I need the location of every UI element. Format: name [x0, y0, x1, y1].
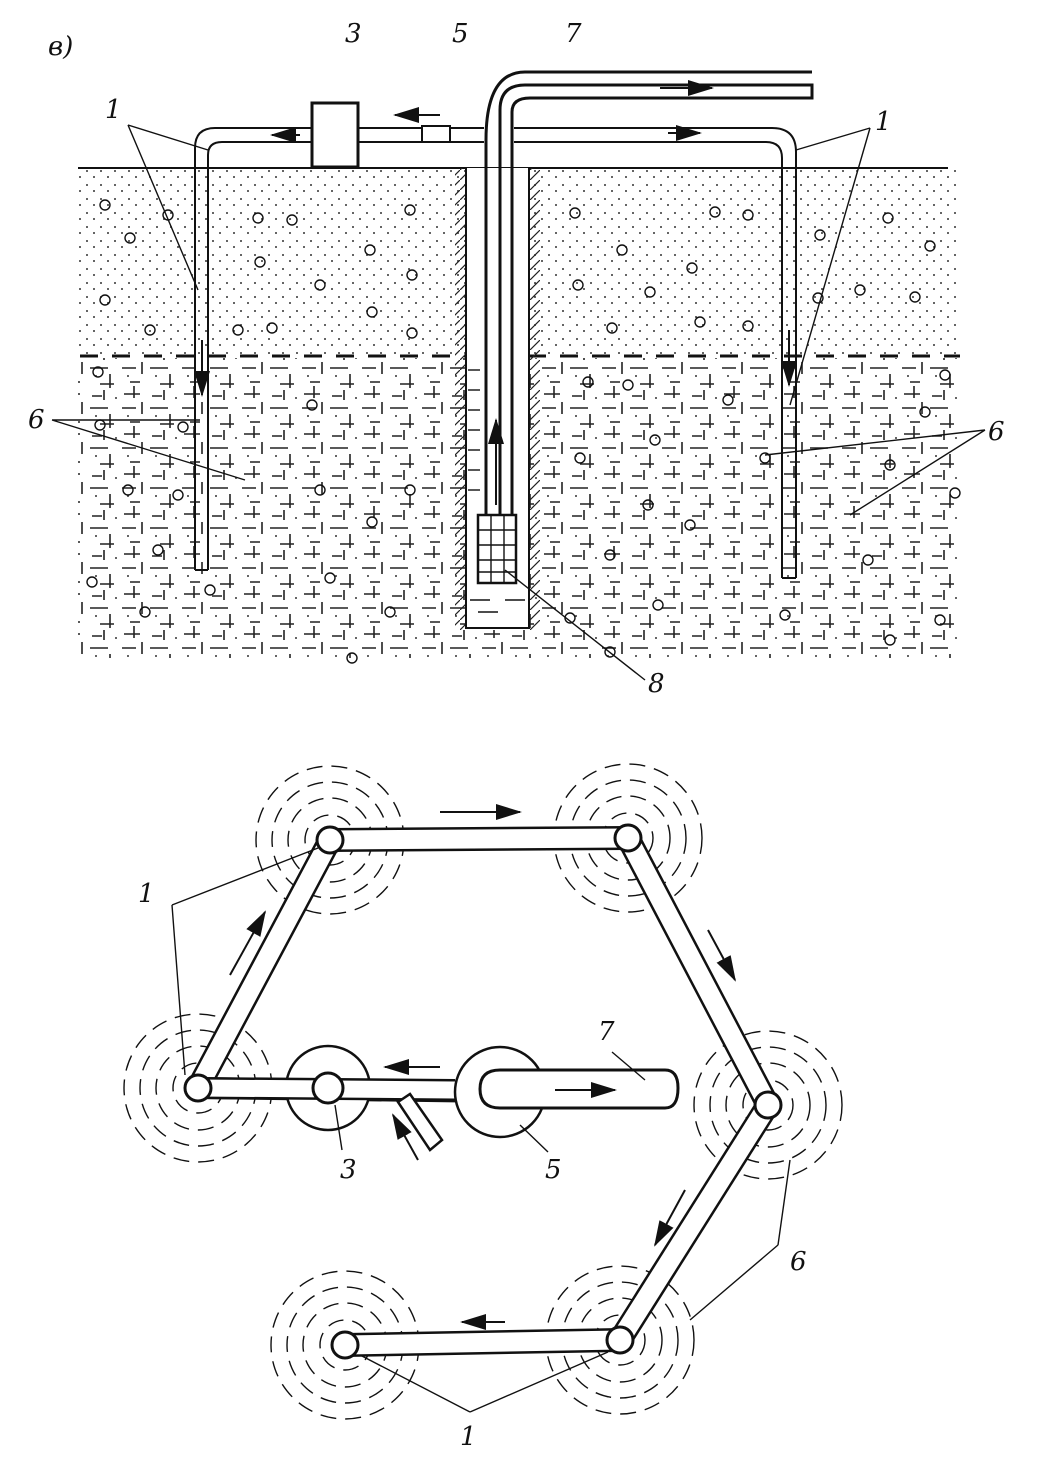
well-point-node — [183, 1073, 213, 1103]
label-well: 5 — [545, 1155, 562, 1185]
label-discharge: 7 — [565, 19, 582, 49]
pump-box — [310, 101, 360, 169]
well-casing-right — [530, 168, 540, 630]
pump-plan-core — [311, 1071, 345, 1105]
section-view: в) — [28, 19, 1005, 699]
pipe-valve — [421, 125, 451, 143]
label-discharge: 7 — [598, 1017, 615, 1047]
arrow-icon — [392, 1113, 419, 1161]
leader-1-plan-bottom — [359, 1351, 609, 1413]
well-point-node — [753, 1090, 783, 1120]
leader-1-plan-top — [171, 847, 319, 1076]
leader-5-plan — [519, 1124, 549, 1153]
label-well-point: 1 — [138, 879, 155, 909]
well-point-node — [330, 1330, 360, 1360]
well-point-left — [194, 127, 484, 570]
label-injection: 6 — [790, 1247, 807, 1277]
label-well-point: 1 — [460, 1422, 477, 1452]
filter-element — [476, 513, 518, 585]
panel-label: в) — [48, 32, 73, 62]
discharge-pipe — [484, 83, 814, 515]
label-well: 5 — [452, 19, 469, 49]
label-injection: 6 — [988, 417, 1005, 447]
well-point-node — [315, 825, 345, 855]
plan-view: 1 1 3 5 7 6 — [123, 763, 843, 1452]
plan-pipes — [186, 826, 779, 1357]
freeze-zone — [693, 1030, 843, 1180]
label-well-point: 1 — [875, 107, 892, 137]
arrow-icon — [654, 1189, 686, 1247]
label-well-point: 1 — [105, 95, 122, 125]
arrow-icon — [707, 929, 736, 982]
leader-3-plan — [334, 1104, 343, 1151]
well-wall — [465, 168, 530, 629]
inlet-pipe-plan — [396, 1092, 444, 1152]
filter-grid — [478, 515, 516, 583]
well-point-nodes — [183, 823, 783, 1360]
leader-1-right — [789, 127, 871, 406]
well-casing-left — [455, 168, 465, 630]
label-pump: 3 — [345, 19, 362, 49]
well-point-right — [514, 127, 797, 578]
label-injection: 6 — [28, 405, 45, 435]
label-pump: 3 — [340, 1155, 357, 1185]
leader-1-left — [127, 124, 209, 291]
leader-6-plan — [689, 1159, 791, 1321]
soil-pebbles — [86, 199, 961, 664]
label-filter: 8 — [648, 669, 665, 699]
leader-6-left — [51, 419, 246, 481]
well-point-node — [613, 823, 643, 853]
well-point-node — [605, 1325, 635, 1355]
well-water-level — [468, 369, 525, 613]
leader-6-right — [764, 429, 986, 516]
arrow-icon — [229, 910, 266, 976]
leader-8 — [504, 569, 646, 681]
leader-7-plan — [611, 1051, 646, 1081]
